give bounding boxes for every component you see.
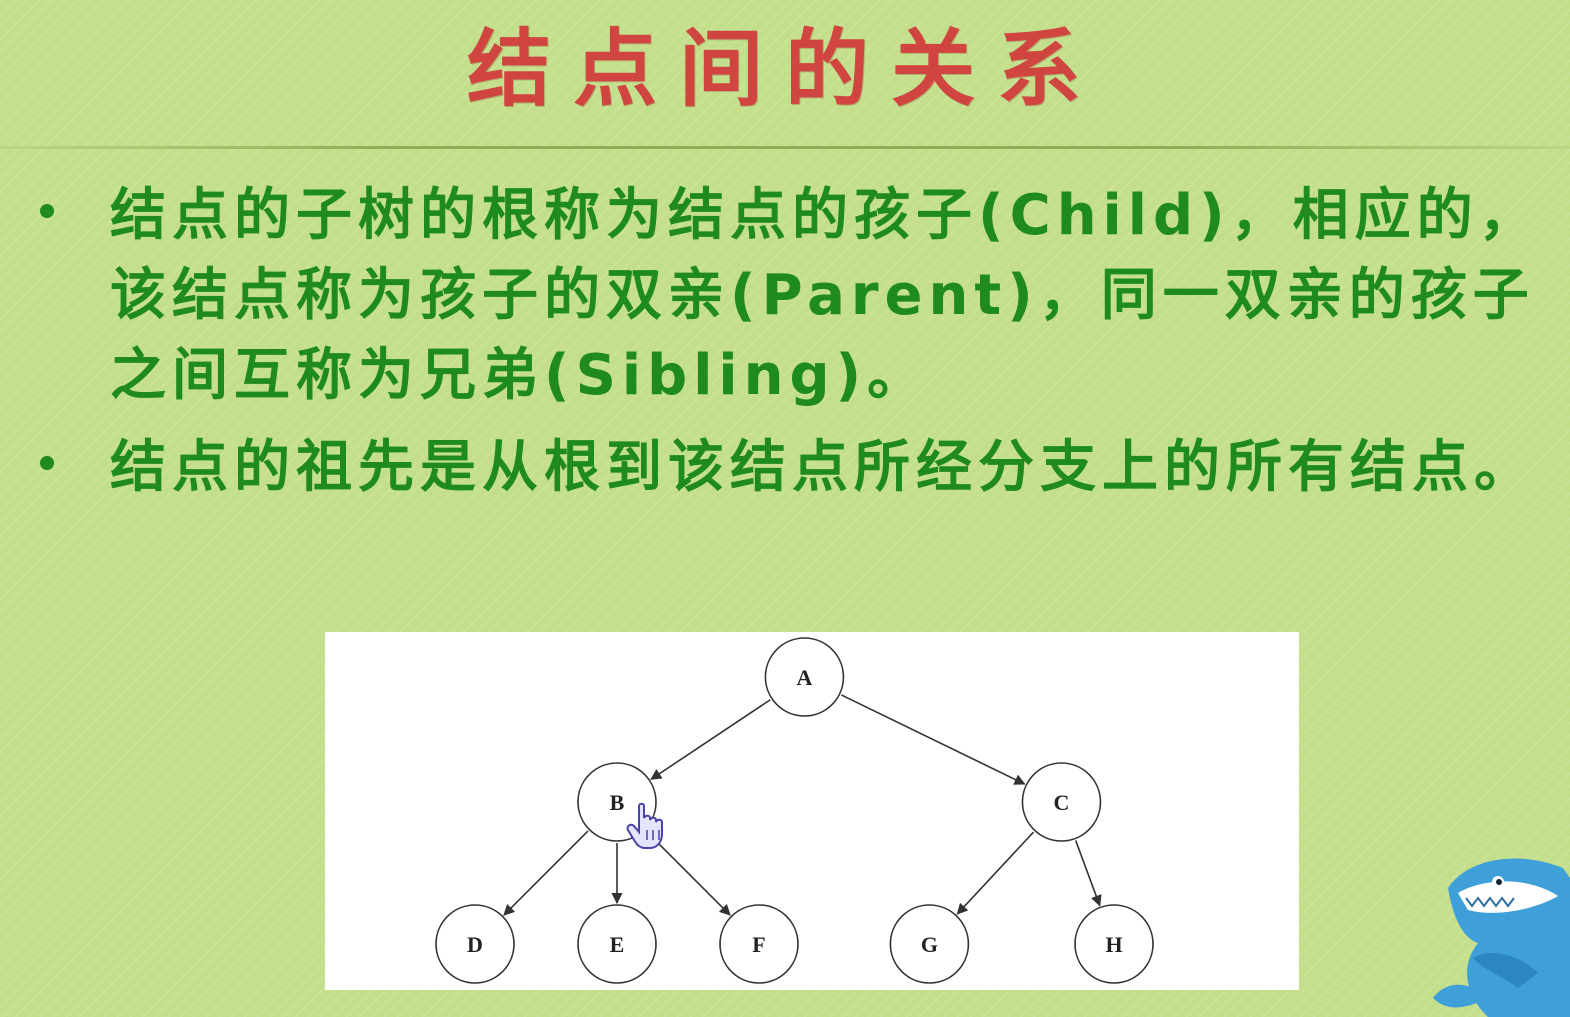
node-circle: [577, 762, 657, 842]
bullet-text: 结点的祖先是从根到该结点所经分支上的所有结点。: [110, 435, 1536, 500]
shark-mascot-icon: [1433, 858, 1570, 1017]
edge-C-H: [1074, 840, 1102, 907]
node-circle: [1021, 762, 1102, 842]
edge-A-B: [650, 699, 771, 780]
bullet-dot: [40, 456, 54, 470]
tree-node-A: A: [764, 637, 845, 717]
tree-nodes: A B C D E F G H: [435, 637, 1154, 984]
edge-A-C: [840, 694, 1026, 785]
tree-node-C: C: [1021, 762, 1102, 842]
node-circle: [577, 904, 657, 984]
tree-node-D: D: [435, 904, 515, 984]
bullet-dot: [40, 204, 54, 218]
tree-diagram: A B C D E F G H: [325, 632, 1299, 990]
node-label: D: [467, 932, 483, 957]
node-label: A: [796, 665, 812, 690]
node-circle: [1074, 904, 1154, 984]
node-circle: [435, 904, 515, 984]
node-label: H: [1105, 932, 1122, 957]
edge-B-D: [503, 830, 589, 916]
node-label: F: [752, 932, 765, 957]
node-label: G: [921, 932, 938, 957]
tree-node-G: G: [889, 904, 970, 984]
node-circle: [764, 637, 845, 717]
hand-pointer-icon: [626, 802, 663, 849]
bullet-text: 结点的子树的根称为结点的孩子(Child)，相应的，该结点称为孩子的双亲(Par…: [110, 183, 1541, 408]
node-label: E: [610, 932, 625, 957]
tree-node-B: B: [577, 762, 657, 842]
tree-node-F: F: [719, 904, 799, 984]
bullet-item-children: 结点的子树的根称为结点的孩子(Child)，相应的，该结点称为孩子的双亲(Par…: [38, 176, 1563, 416]
tree-node-E: E: [577, 904, 657, 984]
node-circle: [889, 904, 970, 984]
bullet-list: 结点的子树的根称为结点的孩子(Child)，相应的，该结点称为孩子的双亲(Par…: [38, 176, 1563, 520]
tree-edges: [503, 694, 1102, 916]
slide-title: 结点间的关系: [466, 19, 1103, 118]
tree-diagram-svg: A B C D E F G H: [435, 637, 1154, 984]
edge-C-G: [956, 831, 1035, 915]
tree-node-H: H: [1074, 904, 1154, 984]
bullet-item-ancestors: 结点的祖先是从根到该结点所经分支上的所有结点。: [38, 428, 1563, 508]
node-label: B: [610, 790, 625, 815]
edge-B-F: [645, 830, 731, 916]
node-label: C: [1054, 790, 1070, 815]
node-circle: [719, 904, 799, 984]
title-divider: [0, 146, 1570, 149]
